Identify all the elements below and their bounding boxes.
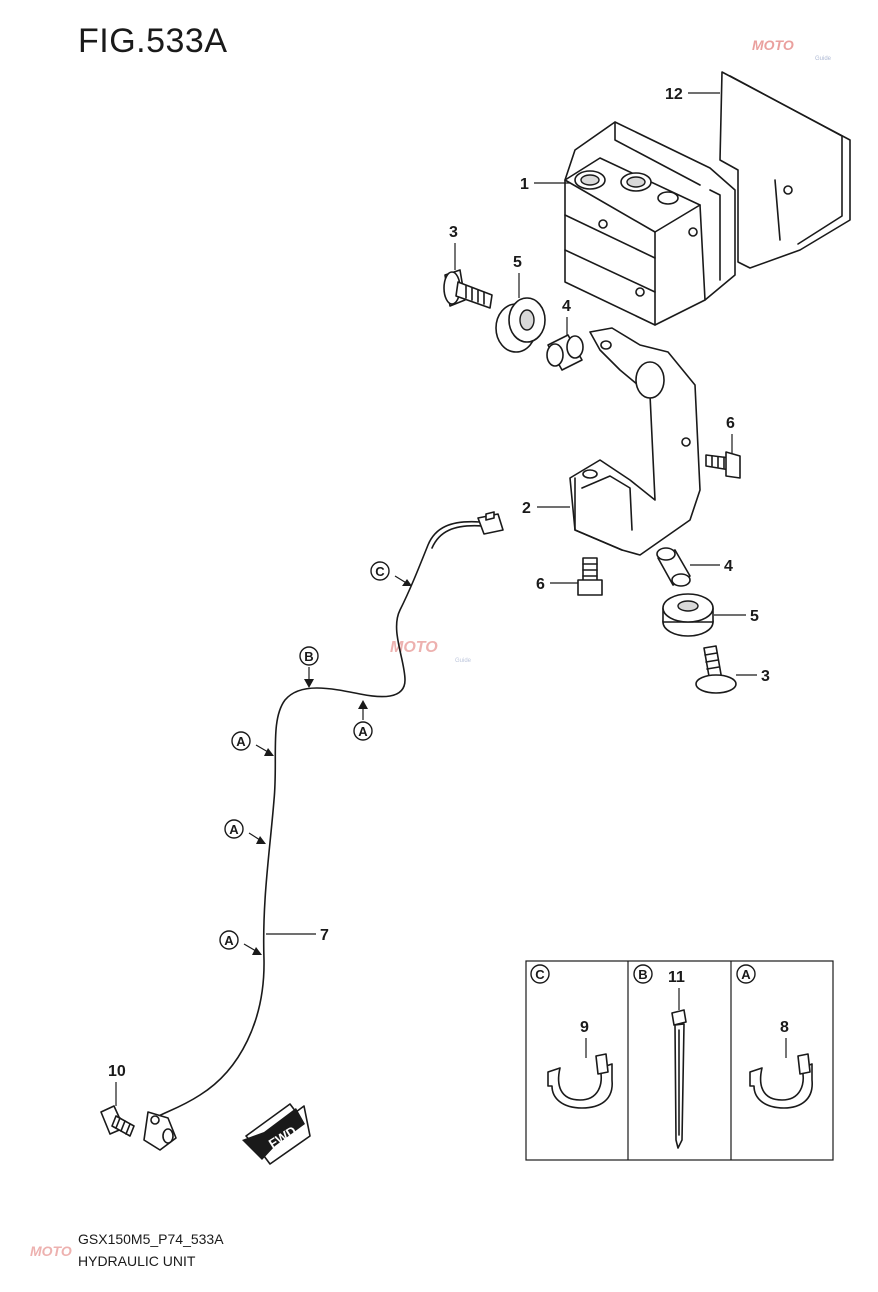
svg-text:8: 8 xyxy=(780,1019,789,1036)
svg-text:11: 11 xyxy=(668,969,685,986)
ref-marker-a-4: A xyxy=(219,930,262,955)
svg-text:A: A xyxy=(229,822,239,837)
svg-text:1: 1 xyxy=(520,176,529,193)
callout-6-lower: 6 xyxy=(536,576,578,593)
svg-text:6: 6 xyxy=(536,576,545,593)
svg-text:A: A xyxy=(236,734,246,749)
part-5-damper-upper[interactable] xyxy=(495,297,546,353)
svg-text:B: B xyxy=(638,967,647,982)
callout-1: 1 xyxy=(520,176,570,193)
part-5-damper-lower[interactable] xyxy=(662,593,714,637)
part-12-cover-bracket[interactable] xyxy=(719,71,851,269)
svg-text:Guide: Guide xyxy=(455,658,472,664)
callout-7: 7 xyxy=(266,927,329,944)
svg-text:6: 6 xyxy=(726,415,735,432)
callout-4-upper: 4 xyxy=(562,298,571,336)
callout-5-lower: 5 xyxy=(714,608,759,625)
part-3-bolt-lower[interactable] xyxy=(695,645,737,694)
svg-text:10: 10 xyxy=(108,1063,126,1080)
svg-text:MOTO: MOTO xyxy=(30,1243,72,1259)
part-10-bolt[interactable] xyxy=(100,1105,135,1137)
svg-text:5: 5 xyxy=(513,254,522,271)
svg-text:4: 4 xyxy=(724,558,733,575)
svg-text:7: 7 xyxy=(320,927,329,944)
part-4-collar-upper[interactable] xyxy=(546,334,584,371)
svg-text:Guide: Guide xyxy=(815,56,832,62)
ref-marker-a-3: A xyxy=(224,819,266,844)
svg-text:MOTO: MOTO xyxy=(390,639,438,656)
part-4-collar-lower[interactable] xyxy=(656,547,691,587)
figure-name: HYDRAULIC UNIT xyxy=(78,1253,196,1269)
ref-marker-a-1: A xyxy=(353,700,373,741)
ref-marker-b: B xyxy=(299,646,319,688)
part-8-clamp[interactable]: 8 xyxy=(749,1019,813,1109)
svg-text:C: C xyxy=(375,564,385,579)
inset-ref-b: B xyxy=(633,964,653,984)
part-3-bolt-upper[interactable] xyxy=(443,269,493,309)
svg-text:4: 4 xyxy=(562,298,571,315)
callout-4-lower: 4 xyxy=(690,558,733,575)
svg-text:3: 3 xyxy=(761,668,770,685)
part-9-clamp[interactable]: 9 xyxy=(547,1019,613,1109)
watermark-logo-middle: MOTO Guide xyxy=(390,639,472,664)
callout-12: 12 xyxy=(665,86,720,103)
inset-ref-c: C xyxy=(530,964,550,984)
part-6-bolt-right[interactable] xyxy=(705,451,741,479)
callout-6-right: 6 xyxy=(726,415,735,454)
part-2-mounting-bracket[interactable] xyxy=(569,327,701,556)
svg-text:B: B xyxy=(304,649,313,664)
footer-caption: GSX150M5_P74_533A HYDRAULIC UNIT xyxy=(78,1228,224,1272)
callout-3-lower: 3 xyxy=(736,668,770,685)
forward-direction-arrow: FWD xyxy=(242,1103,311,1165)
part-7-speed-sensor-harness[interactable] xyxy=(154,511,504,1119)
ref-marker-c: C xyxy=(370,561,412,586)
svg-text:3: 3 xyxy=(449,224,458,241)
svg-text:2: 2 xyxy=(522,500,531,517)
svg-text:9: 9 xyxy=(580,1019,589,1036)
part-6-bolt-lower[interactable] xyxy=(577,557,603,596)
inset-ref-a: A xyxy=(736,964,756,984)
figure-title: FIG.533A xyxy=(78,22,228,60)
sensor-head[interactable] xyxy=(143,1111,177,1151)
svg-text:A: A xyxy=(358,724,368,739)
figure-code: GSX150M5_P74_533A xyxy=(78,1231,224,1247)
callout-2: 2 xyxy=(522,500,570,517)
part-11-cable-tie[interactable]: 11 xyxy=(668,969,687,1149)
callout-3-upper: 3 xyxy=(449,224,458,270)
svg-text:5: 5 xyxy=(750,608,759,625)
svg-text:A: A xyxy=(224,933,234,948)
svg-text:MOTO: MOTO xyxy=(752,37,794,53)
part-1-hydraulic-unit[interactable] xyxy=(564,121,736,326)
ref-marker-a-2: A xyxy=(231,731,274,756)
watermark-logo-bottom: MOTO xyxy=(30,1243,72,1259)
svg-text:12: 12 xyxy=(665,86,683,103)
inset-clamp-panel: C B A 9 11 8 xyxy=(525,960,834,1161)
callout-5-upper: 5 xyxy=(513,254,522,298)
svg-text:A: A xyxy=(741,967,751,982)
watermark-logo-top: MOTO Guide xyxy=(752,37,832,62)
callout-10: 10 xyxy=(108,1063,126,1106)
svg-text:C: C xyxy=(535,967,545,982)
